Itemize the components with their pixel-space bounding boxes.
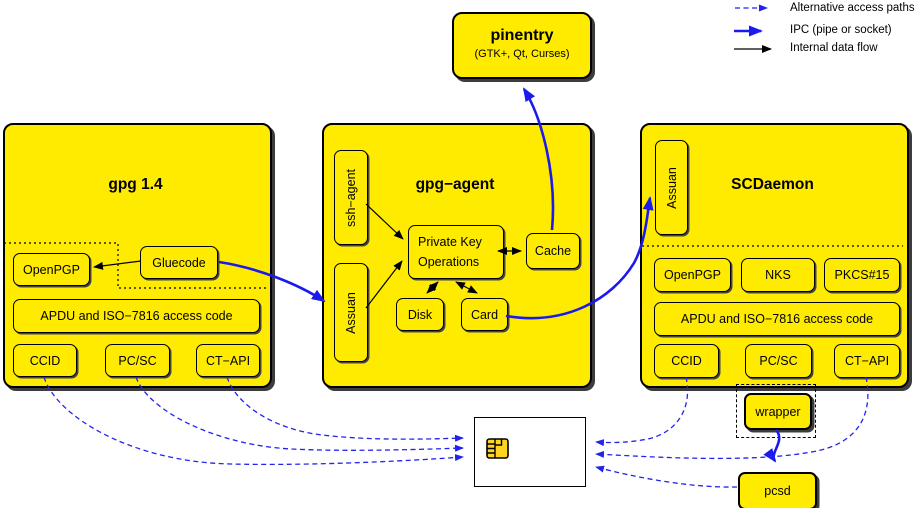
node-assuan-agent: Assuan (334, 263, 368, 362)
node-openpgp-scd: OpenPGP (654, 258, 731, 292)
node-ssh-agent: ssh−agent (334, 150, 368, 245)
node-pkcs15: PKCS#15 (824, 258, 900, 292)
legend-internal-data-flow: Internal data flow (790, 42, 878, 54)
node-openpgp-gpg14: OpenPGP (13, 253, 90, 286)
node-cache: Cache (526, 233, 580, 269)
legend-alternative-access-paths: Alternative access paths (790, 2, 914, 14)
pko-line2: Operations (418, 255, 480, 269)
pinentry-subtitle: (GTK+, Qt, Curses) (474, 48, 570, 60)
node-pcsc-gpg14: PC/SC (105, 344, 170, 377)
pinentry-title: pinentry (490, 27, 554, 44)
node-disk: Disk (396, 298, 444, 331)
gpg14-title: gpg 1.4 (108, 176, 163, 193)
node-ccid-gpg14: CCID (13, 344, 77, 377)
node-wrapper: wrapper (744, 393, 812, 430)
node-apdu-scd: APDU and ISO−7816 access code (654, 302, 900, 336)
gpg-agent-title: gpg−agent (415, 176, 495, 193)
scdaemon-title: SCDaemon (731, 176, 814, 193)
smartcard-chip-icon (486, 438, 509, 459)
legend-ipc: IPC (pipe or socket) (790, 24, 892, 36)
assuan-scd-label: Assuan (664, 166, 679, 209)
alt-ctapi-scd-to-card (595, 376, 869, 460)
node-private-key-operations: Private Key Operations (408, 225, 504, 279)
assuan-agent-label: Assuan (344, 291, 359, 334)
ssh-agent-label: ssh−agent (344, 168, 359, 227)
node-ctapi-scd: CT−API (834, 344, 900, 378)
node-apdu-gpg14: APDU and ISO−7816 access code (13, 299, 260, 333)
smartcard (474, 417, 586, 487)
pko-line1: Private Key (418, 235, 482, 249)
node-pcsc-scd: PC/SC (745, 344, 812, 378)
alt-ccid-gpg14-to-card (43, 376, 464, 466)
node-assuan-scd: Assuan (655, 140, 688, 235)
node-pcsd: pcsd (738, 472, 817, 508)
node-pinentry: pinentry (GTK+, Qt, Curses) (452, 12, 592, 79)
node-ctapi-gpg14: CT−API (196, 344, 260, 377)
node-ccid-scd: CCID (654, 344, 719, 378)
node-gluecode: Gluecode (140, 246, 218, 279)
node-card: Card (461, 298, 508, 331)
alt-pcsd-to-card (595, 465, 738, 488)
node-nks: NKS (741, 258, 815, 292)
